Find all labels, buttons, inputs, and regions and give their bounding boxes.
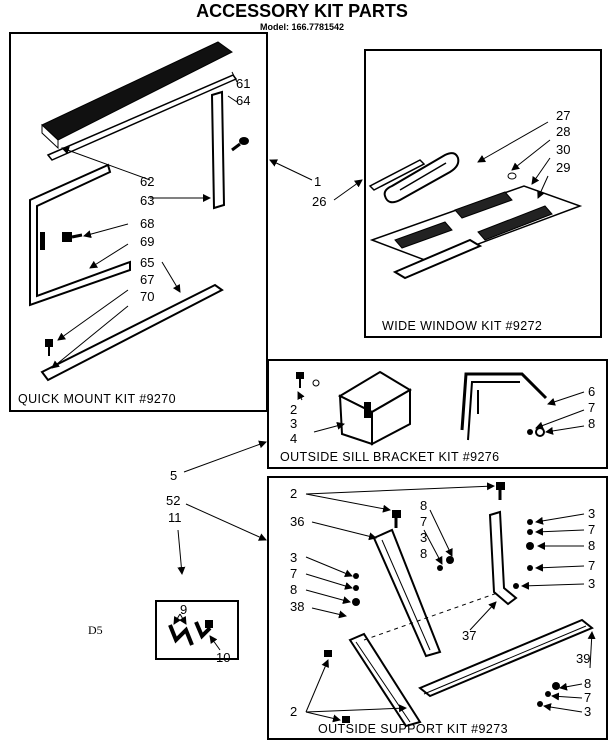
part-label-61: 61 xyxy=(236,76,250,91)
part-label-1: 1 xyxy=(314,174,321,189)
part-label-52: 52 xyxy=(166,493,180,508)
support-bracket-part xyxy=(372,528,442,658)
part-label-69: 69 xyxy=(140,234,154,249)
screw-part xyxy=(62,232,83,242)
bolt-part xyxy=(392,510,401,528)
bracket-cover-part xyxy=(337,370,412,446)
part-label-7: 7 xyxy=(588,522,595,537)
part-label-27: 27 xyxy=(556,108,570,123)
part-label-68: 68 xyxy=(140,216,154,231)
part-label-3: 3 xyxy=(290,550,297,565)
part-label-3: 3 xyxy=(588,576,595,591)
foam-block-part xyxy=(477,205,553,241)
part-label-70: 70 xyxy=(140,289,154,304)
part-label-63: 63 xyxy=(140,193,154,208)
part-label-7: 7 xyxy=(584,690,591,705)
page-title: ACCESSORY KIT PARTS xyxy=(196,1,408,21)
hardware-part xyxy=(324,519,560,723)
sill-bracket-part xyxy=(460,372,548,441)
part-label-8: 8 xyxy=(584,676,591,691)
part-label-3: 3 xyxy=(420,530,427,545)
foam-block-part xyxy=(394,221,453,249)
part-label-62: 62 xyxy=(140,174,154,189)
part-label-7: 7 xyxy=(588,558,595,573)
angle-bar-part xyxy=(40,283,224,382)
model-number: Model: 166.7781542 xyxy=(260,22,344,32)
bolt-part xyxy=(496,482,505,500)
screw-part xyxy=(231,137,249,152)
part-label-37: 37 xyxy=(462,628,476,643)
part-label-29: 29 xyxy=(556,160,570,175)
part-label-11: 11 xyxy=(168,510,182,525)
part-label-2: 2 xyxy=(290,402,297,417)
part-label-4: 4 xyxy=(290,431,297,446)
wide-window-kit-label: WIDE WINDOW KIT #9272 xyxy=(382,319,542,333)
part-label-30: 30 xyxy=(556,142,570,157)
footer-code: D5 xyxy=(88,623,103,637)
part-label-3: 3 xyxy=(588,506,595,521)
side-frame-part xyxy=(29,163,131,307)
part-label-8: 8 xyxy=(420,546,427,561)
support-bracket-part xyxy=(488,510,518,606)
part-label-67: 67 xyxy=(140,272,154,287)
vertical-bracket-part xyxy=(210,90,226,210)
quick-mount-kit-panel: 61 64 62 63 68 69 65 67 70 QUICK MOUNT K… xyxy=(9,32,268,412)
wide-window-kit-panel: 27 28 30 29 WIDE WINDOW KIT #9272 xyxy=(364,49,602,338)
part-label-2: 2 xyxy=(290,486,297,501)
part-label-8: 8 xyxy=(420,498,427,513)
support-leg-part xyxy=(348,632,422,728)
part-label-5: 5 xyxy=(170,468,177,483)
clip-kit-panel: 9 10 xyxy=(155,600,239,665)
quick-mount-kit-label: QUICK MOUNT KIT #9270 xyxy=(18,392,176,406)
part-label-7: 7 xyxy=(290,566,297,581)
part-label-6: 6 xyxy=(588,384,595,399)
part-label-3: 3 xyxy=(584,704,591,719)
part-label-64: 64 xyxy=(236,93,250,108)
support-kit-panel: 2 36 8 7 3 8 3 7 8 38 37 3 7 8 7 3 39 8 … xyxy=(267,476,608,740)
part-label-38: 38 xyxy=(290,599,304,614)
screw-part xyxy=(45,339,53,356)
part-label-9: 9 xyxy=(180,602,187,617)
sill-bracket-kit-panel: 2 3 4 6 7 8 OUTSIDE SILL BRACKET KIT #92… xyxy=(267,359,608,469)
part-label-36: 36 xyxy=(290,514,304,529)
part-label-26: 26 xyxy=(312,194,326,209)
clip-part xyxy=(168,620,213,646)
part-label-8: 8 xyxy=(588,416,595,431)
part-label-28: 28 xyxy=(556,124,570,139)
foam-block-part xyxy=(454,191,513,219)
screw-part xyxy=(296,372,320,388)
part-label-10: 10 xyxy=(216,650,230,665)
part-label-65: 65 xyxy=(140,255,154,270)
support-kit-label: OUTSIDE SUPPORT KIT #9273 xyxy=(318,722,508,736)
part-label-7: 7 xyxy=(588,400,595,415)
part-label-8: 8 xyxy=(290,582,297,597)
part-label-8: 8 xyxy=(588,538,595,553)
part-label-39: 39 xyxy=(576,651,590,666)
part-label-2: 2 xyxy=(290,704,297,719)
part-label-3: 3 xyxy=(290,416,297,431)
sill-bracket-kit-label: OUTSIDE SILL BRACKET KIT #9276 xyxy=(280,450,500,464)
part-label-7: 7 xyxy=(420,514,427,529)
rail-part xyxy=(392,238,483,280)
